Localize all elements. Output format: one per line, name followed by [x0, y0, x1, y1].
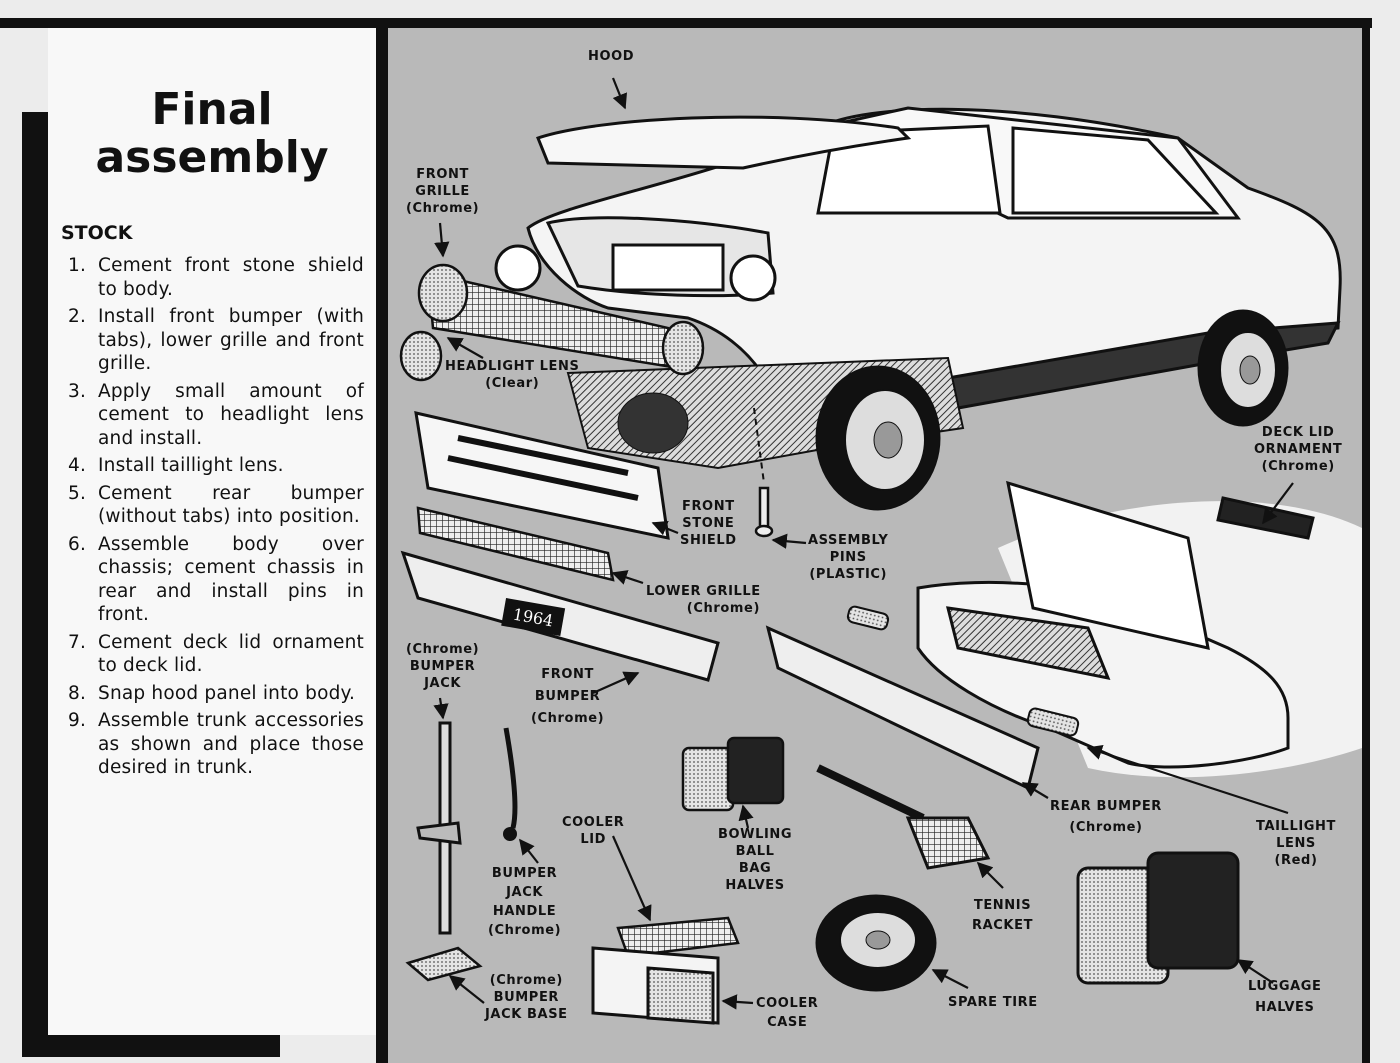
cooler-lid-part	[616, 916, 740, 958]
rear-car-section	[916, 480, 1315, 769]
step-text: Install taillight lens.	[98, 455, 284, 476]
car-wheels	[617, 309, 1289, 511]
label-lower-grille: LOWER GRILLE(Chrome)	[646, 584, 761, 616]
front-grille-part	[417, 263, 705, 376]
spare-tire-part	[815, 894, 937, 992]
step-item: 8. Snap hood panel into body.	[48, 682, 364, 706]
exploded-view-diagram: 1964	[388, 28, 1362, 1063]
step-number: 7.	[68, 631, 87, 653]
step-text: Cement deck lid ornament to deck lid.	[98, 631, 364, 677]
page-title: Final assembly	[95, 84, 329, 183]
step-item: 1. Cement front stone shield to body.	[48, 254, 364, 301]
assembly-pins-part	[754, 486, 774, 538]
top-border-bar	[0, 18, 1372, 28]
step-text: Install front bumper (with tabs), lower …	[98, 306, 364, 374]
car-body-illustration	[494, 106, 1342, 410]
label-headlight-lens: HEADLIGHT LENS(Clear)	[445, 359, 580, 391]
step-number: 6.	[68, 533, 87, 555]
step-number: 1.	[68, 255, 87, 276]
label-hood: HOOD	[588, 49, 635, 64]
step-item: 3. Apply small amount of cement to headli…	[48, 380, 364, 451]
license-plate: 1964	[501, 598, 566, 637]
step-item: 9. Assemble trunk accessories as shown an…	[48, 709, 364, 780]
step-item: 4. Install taillight lens.	[48, 454, 364, 478]
label-rear-bumper: REAR BUMPER(Chrome)	[1050, 799, 1162, 835]
taillight-lens-part	[846, 605, 890, 631]
hood-part	[536, 115, 912, 170]
step-number: 9.	[68, 710, 87, 731]
tennis-racket-part	[816, 764, 991, 870]
step-number: 4.	[68, 455, 87, 476]
bowling-ball-bag-part	[681, 736, 785, 812]
panel-divider	[376, 28, 388, 1063]
step-text: Apply small amount of cement to headligh…	[98, 380, 364, 449]
bumper-jack-part	[416, 721, 462, 935]
cooler-case-part	[591, 946, 720, 1025]
step-item: 7. Cement deck lid ornament to deck lid.	[48, 631, 364, 678]
assembly-steps-list: 1. Cement front stone shield to body. 2. I…	[48, 254, 364, 784]
bumper-jack-base-part	[405, 946, 483, 982]
step-item: 6. Assemble body over chassis; cement cha…	[48, 533, 364, 627]
step-text: Assemble body over chassis; cement chass…	[98, 533, 364, 626]
step-text: Cement front stone shield to body.	[98, 255, 364, 300]
step-text: Snap hood panel into body.	[98, 682, 356, 704]
instructions-panel: Final assembly STOCK 1. Cement front ston…	[48, 28, 376, 1035]
bottom-border-bar	[48, 1035, 280, 1057]
section-heading-stock: STOCK	[61, 222, 133, 244]
step-text: Cement rear bumper (without tabs) into p…	[98, 482, 364, 528]
headlight-lens-part	[399, 330, 443, 382]
label-spare-tire: SPARE TIRE	[948, 995, 1038, 1010]
right-border-bar	[1362, 28, 1370, 1063]
bumper-jack-handle-part	[503, 727, 518, 829]
step-item: 2. Install front bumper (with tabs), lowe…	[48, 305, 364, 376]
step-number: 3.	[68, 380, 87, 402]
left-border-strip	[22, 112, 48, 1057]
step-number: 2.	[68, 306, 87, 327]
step-item: 5. Cement rear bumper (without tabs) into…	[48, 482, 364, 529]
diagram-artwork: 1964	[399, 77, 1362, 1025]
leader-arrows	[433, 77, 1294, 1010]
step-number: 5.	[68, 482, 87, 504]
taillight-lens-part	[1026, 707, 1080, 737]
step-number: 8.	[68, 682, 87, 704]
step-text: Assemble trunk accessories as shown and …	[98, 710, 364, 778]
luggage-halves-part	[1076, 851, 1240, 985]
